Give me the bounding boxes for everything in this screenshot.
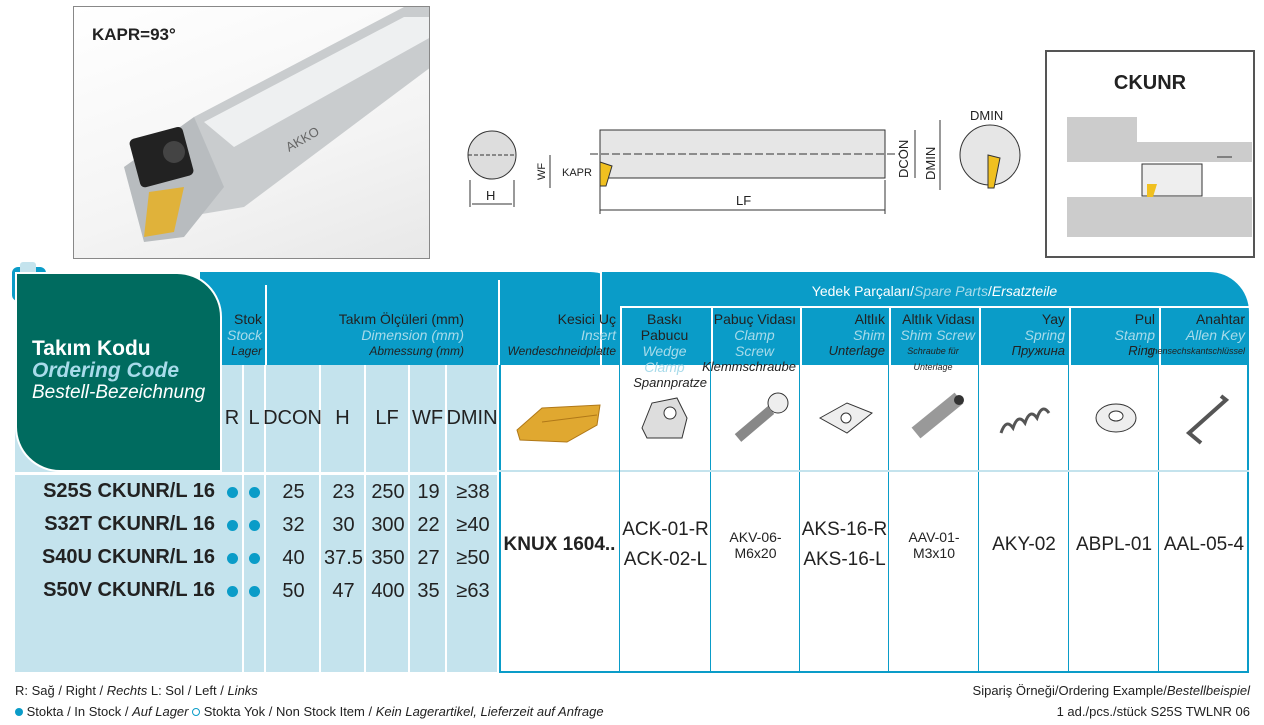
screw-icon xyxy=(911,392,964,439)
col-header-dcon: DCON xyxy=(263,365,322,472)
in-stock-l-icon xyxy=(249,586,260,597)
insert-code: KNUX 1604.. xyxy=(503,533,616,555)
screw-icon xyxy=(734,392,789,442)
col-header-wf: WF xyxy=(410,365,447,472)
cell-dmin: ≥38 xyxy=(456,481,490,503)
code-header-de: Bestell-Bezeichnung xyxy=(32,382,206,403)
svg-text:DMIN: DMIN xyxy=(923,147,938,180)
svg-text:WF: WF xyxy=(536,163,548,180)
cell-lf: 350 xyxy=(371,547,405,569)
shim-icon xyxy=(818,402,873,434)
boring-bar-illustration: AKKO xyxy=(124,7,429,242)
table-row: S25S CKUNR/L 16 25 23 250 19 ≥38 xyxy=(0,476,620,509)
legend-stock: Stokta / In Stock / Auf Lager Stokta Yok… xyxy=(15,704,604,719)
ordering-example-title: Sipariş Örneği/Ordering Example/Bestellb… xyxy=(972,683,1250,698)
ckunr-title: CKUNR xyxy=(1113,72,1187,94)
col-header-r: R xyxy=(222,365,244,472)
table-row: S40U CKUNR/L 16 40 37.5 350 27 ≥50 xyxy=(0,542,620,575)
in-stock-r-icon xyxy=(227,553,238,564)
ckunr-diagram: CKUNR xyxy=(1045,50,1255,258)
tool-photo: KAPR=93° AKKO xyxy=(73,6,430,259)
ordering-code: S25S CKUNR/L 16 xyxy=(43,480,215,502)
svg-text:LF: LF xyxy=(736,193,751,208)
in-stock-dot-icon xyxy=(15,708,23,716)
cell-dmin: ≥40 xyxy=(456,514,490,536)
technical-drawing: H WF KAPR LF DCON DMIN DMIN xyxy=(467,108,1021,214)
insert-image xyxy=(516,404,601,443)
clamp-screw-code: AKV-06-M6x20 xyxy=(729,528,782,561)
col-header-l: L xyxy=(244,365,266,472)
spring-icon xyxy=(999,407,1051,434)
svg-text:DCON: DCON xyxy=(896,140,911,178)
stamp-code: ABPL-01 xyxy=(1075,533,1153,555)
in-stock-l-icon xyxy=(249,487,260,498)
cell-lf: 300 xyxy=(371,514,405,536)
in-stock-r-icon xyxy=(227,520,238,531)
cell-dmin: ≥50 xyxy=(456,547,490,569)
kapr-label: KAPR=93° xyxy=(92,25,176,44)
ordering-code: S40U CKUNR/L 16 xyxy=(41,546,215,568)
non-stock-dot-icon xyxy=(192,708,201,716)
cell-wf: 27 xyxy=(417,547,440,569)
legend-rl: R: Sağ / Right / Rechts L: Sol / Left / … xyxy=(15,683,258,698)
code-header: Takım Kodu Ordering Code Bestell-Bezeich… xyxy=(15,272,222,472)
svg-text:KAPR: KAPR xyxy=(562,167,592,179)
in-stock-l-icon xyxy=(249,553,260,564)
col-header-h: H xyxy=(321,365,366,472)
cell-dcon: 32 xyxy=(282,514,305,536)
ordering-code: S32T CKUNR/L 16 xyxy=(44,513,215,535)
spare-parts-header: Yedek Parçaları / Spare Parts / Ersatzte… xyxy=(811,283,1058,299)
cell-dcon: 25 xyxy=(282,481,305,503)
dimension-header: Takım Ölçüleri (mm)Dimension (mm)Abmessu… xyxy=(338,311,464,358)
in-stock-l-icon xyxy=(249,520,260,531)
cell-wf: 19 xyxy=(417,481,440,503)
cell-wf: 35 xyxy=(417,580,440,602)
col-header-dmin: DMIN xyxy=(446,365,499,472)
svg-text:DMIN: DMIN xyxy=(970,108,1003,123)
col-header-lf: LF xyxy=(366,365,410,472)
shim-screw-code: AAV-01-M3x10 xyxy=(908,528,960,561)
cell-dcon: 50 xyxy=(282,580,305,602)
cell-wf: 22 xyxy=(417,514,440,536)
cell-dcon: 40 xyxy=(282,547,305,569)
table-row: S32T CKUNR/L 16 32 30 300 22 ≥40 xyxy=(0,509,620,542)
code-header-tr: Takım Kodu xyxy=(32,337,151,360)
cell-h: 30 xyxy=(332,514,355,536)
header-band xyxy=(200,272,630,365)
cell-dmin: ≥63 xyxy=(456,580,490,602)
ordering-code: S50V CKUNR/L 16 xyxy=(43,579,215,601)
ordering-example: 1 ad./pcs./stück S25S TWLNR 06 xyxy=(1056,704,1250,719)
spring-code: AKY-02 xyxy=(992,533,1056,555)
in-stock-r-icon xyxy=(227,487,238,498)
cell-h: 47 xyxy=(332,580,355,602)
cell-lf: 400 xyxy=(371,580,405,602)
cell-h: 23 xyxy=(332,481,355,503)
wedge-clamp-icon xyxy=(641,397,688,439)
icon-row xyxy=(499,365,1249,472)
cell-h: 37.5 xyxy=(324,547,363,569)
svg-text:H: H xyxy=(486,188,495,203)
table-row: S50V CKUNR/L 16 50 47 400 35 ≥63 xyxy=(0,575,620,608)
washer-icon xyxy=(1095,403,1137,433)
code-header-en: Ordering Code xyxy=(32,359,180,382)
allen-key-icon xyxy=(1185,394,1230,445)
allen-key-code: AAL-05-4 xyxy=(1163,533,1245,555)
in-stock-r-icon xyxy=(227,586,238,597)
cell-lf: 250 xyxy=(371,481,405,503)
